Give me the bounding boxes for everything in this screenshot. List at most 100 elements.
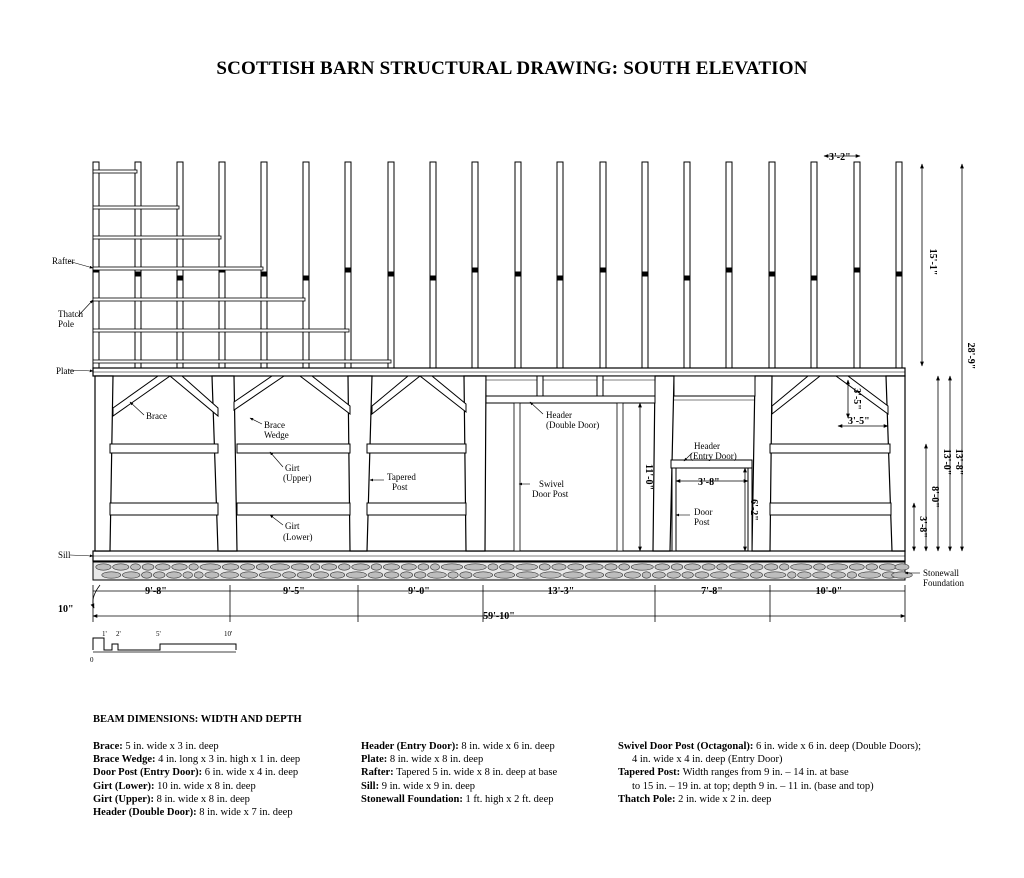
rafter bbox=[853, 161, 861, 369]
rafters bbox=[92, 161, 903, 369]
beam-dim-row: Sill: 9 in. wide x 9 in. deep bbox=[361, 780, 476, 792]
foundation-stone bbox=[790, 563, 813, 571]
thatch-poles bbox=[92, 169, 392, 364]
foundation-stone bbox=[624, 571, 641, 579]
swivel-door-post-label-1: Swivel bbox=[539, 479, 565, 489]
beam-dim-row: Rafter: Tapered 5 in. wide x 8 in. deep … bbox=[361, 767, 558, 779]
foundation-stone bbox=[494, 571, 516, 579]
beam-dim-row: Swivel Door Post (Octagonal): 6 in. wide… bbox=[618, 741, 922, 752]
wall-height-dim: 13'-8" bbox=[953, 449, 964, 476]
foundation-stone bbox=[515, 563, 538, 571]
foundation-stone bbox=[464, 563, 487, 571]
rafter-peg bbox=[430, 275, 436, 281]
foundation-stone bbox=[878, 563, 897, 571]
rafter-peg bbox=[261, 271, 267, 277]
rafter bbox=[92, 161, 100, 369]
upper-girt-dim: 8'-0" bbox=[929, 486, 940, 508]
foundation-stone bbox=[539, 571, 562, 579]
beam-dimensions: BEAM DIMENSIONS: WIDTH AND DEPTH Brace: … bbox=[93, 713, 993, 818]
header-double-door-label-2: (Double Door) bbox=[546, 420, 599, 430]
foundation-stone bbox=[296, 571, 312, 579]
foundation-stone bbox=[710, 571, 729, 579]
foundation-stone bbox=[310, 563, 321, 571]
foundation-stone bbox=[329, 571, 346, 579]
rafter-peg bbox=[726, 267, 732, 273]
rafter bbox=[810, 161, 818, 369]
scale-bar: 1' 2' 5' 10' 0 bbox=[90, 630, 232, 664]
plate-label: Plate bbox=[56, 366, 74, 376]
foundation-label-2: Foundation bbox=[923, 578, 965, 588]
beam-dim-row: Header (Double Door): 8 in. wide x 7 in.… bbox=[93, 807, 293, 819]
scale-label-zero: 0 bbox=[90, 656, 94, 664]
rafter-peg bbox=[177, 275, 183, 281]
brace-wedge-label-2: Wedge bbox=[264, 430, 289, 440]
foundation-stone bbox=[567, 563, 585, 571]
beam-dim-row: Girt (Upper): 8 in. wide x 8 in. deep bbox=[93, 793, 250, 805]
beam-dim-row: Stonewall Foundation: 1 ft. high x 2 ft.… bbox=[361, 793, 554, 805]
rafter-peg bbox=[854, 267, 860, 273]
rafter-peg bbox=[345, 267, 351, 273]
foundation-stone bbox=[538, 563, 551, 571]
foundation-stone bbox=[459, 571, 473, 579]
foundation-stone bbox=[813, 563, 826, 571]
rafter-spacing-dim: 3'-2" bbox=[829, 152, 851, 163]
foundation-stone bbox=[141, 563, 155, 571]
foundation-stone bbox=[865, 563, 878, 571]
foundation-stone bbox=[764, 563, 779, 571]
foundation-stone bbox=[716, 563, 728, 571]
beam-dims-col-3: Swivel Door Post (Octagonal): 6 in. wide… bbox=[618, 740, 921, 806]
foundation-stone bbox=[812, 571, 830, 579]
rafter-label: Rafter bbox=[52, 256, 75, 266]
foundation-stone bbox=[199, 563, 221, 571]
rafter bbox=[768, 161, 776, 369]
beam-dim-row: Door Post (Entry Door): 6 in. wide x 4 i… bbox=[93, 767, 299, 779]
double-door-header bbox=[485, 375, 656, 404]
scale-label-1ft: 1' bbox=[102, 630, 107, 638]
total-height-dim: 28'-9" bbox=[965, 343, 976, 370]
south-elevation-drawing: Rafter Thatch Pole Plate Sill Brace Brac… bbox=[52, 152, 976, 664]
foundation-stone bbox=[487, 563, 499, 571]
entry-door-frame bbox=[670, 375, 756, 552]
brace-vertical-dim: 3'-5" bbox=[851, 388, 862, 410]
dimension-lines bbox=[90, 154, 964, 653]
post-height-dim: 13'-0" bbox=[941, 449, 952, 476]
door-post-label-2: Post bbox=[694, 517, 710, 527]
foundation-stone bbox=[338, 563, 351, 571]
overhang-dim: 10" bbox=[58, 604, 74, 615]
girt-upper-label-2: (Upper) bbox=[283, 473, 312, 483]
foundation-stone bbox=[400, 571, 413, 579]
rafter-peg bbox=[135, 271, 141, 277]
foundation-stone bbox=[670, 563, 684, 571]
foundation-stone bbox=[749, 563, 764, 571]
foundation-stone bbox=[258, 571, 282, 579]
roof-height-dim: 15'-1" bbox=[927, 249, 938, 276]
thatch-pole-label-2: Pole bbox=[58, 319, 74, 329]
lower-girt-dim: 3'-8" bbox=[917, 516, 928, 538]
foundation-stone bbox=[400, 563, 417, 571]
foundation-stone bbox=[122, 571, 141, 579]
foundation-stone bbox=[516, 571, 539, 579]
foundation-stone bbox=[346, 571, 367, 579]
foundation-stone bbox=[654, 563, 670, 571]
rafter bbox=[471, 161, 479, 369]
scale-label-10ft: 10' bbox=[224, 630, 232, 638]
girt-lower-label-1: Girt bbox=[285, 521, 300, 531]
foundation-stone bbox=[312, 571, 329, 579]
tapered-post-label-2: Post bbox=[392, 482, 408, 492]
foundation-stone bbox=[255, 563, 269, 571]
header-double-door-label-1: Header bbox=[546, 410, 572, 420]
foundation-stone bbox=[447, 571, 459, 579]
sill-beam bbox=[92, 550, 906, 562]
foundation-stone bbox=[894, 563, 910, 571]
rafter bbox=[556, 161, 564, 369]
rafter-peg bbox=[896, 271, 902, 277]
foundation-stone bbox=[155, 563, 171, 571]
rafter bbox=[387, 161, 395, 369]
bay-6-dim: 10'-0" bbox=[816, 586, 843, 597]
beam-dims-col-2: Header (Entry Door): 8 in. wide x 6 in. … bbox=[361, 740, 557, 806]
swivel-door-posts bbox=[513, 402, 624, 552]
foundation-stone bbox=[605, 571, 624, 579]
rafter bbox=[176, 161, 184, 369]
foundation-stone bbox=[239, 571, 258, 579]
tapered-post-label-1: Tapered bbox=[387, 472, 416, 482]
